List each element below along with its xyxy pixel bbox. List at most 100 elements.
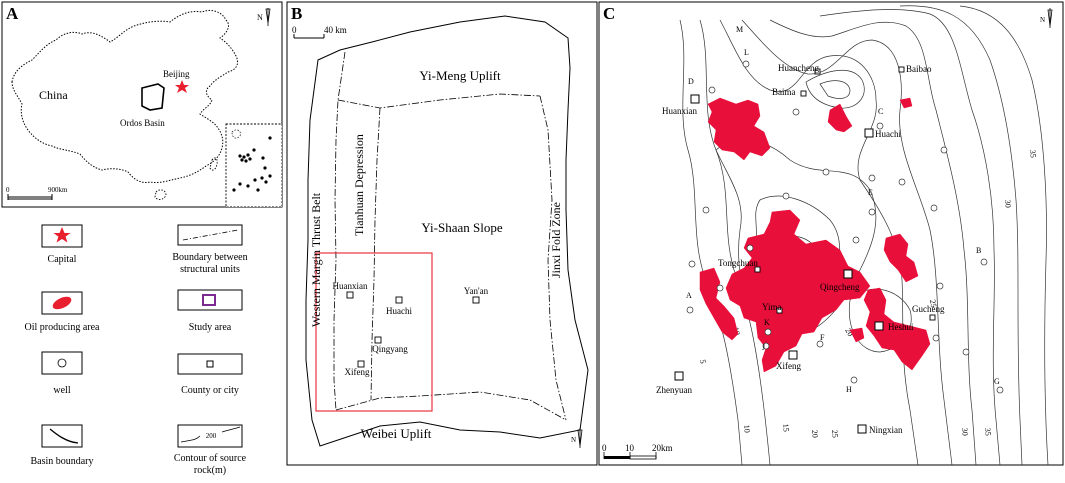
- city-label: Yima: [762, 302, 782, 312]
- well-marker: [792, 108, 800, 116]
- city-label: Xifeng: [776, 361, 801, 371]
- well-marker: [996, 386, 1004, 394]
- label-beijing: Beijing: [163, 69, 190, 79]
- city-marker: [898, 66, 905, 73]
- label-xifeng-b: Xifeng: [345, 367, 370, 377]
- dash-dot-line-icon: [182, 229, 239, 241]
- well-marker: [852, 236, 860, 244]
- city-marker: [690, 94, 700, 104]
- city-marker: [874, 321, 884, 331]
- well-marker: [930, 204, 938, 212]
- red-star-icon: [53, 227, 71, 243]
- label-yi-meng-uplift: Yi-Meng Uplift: [419, 68, 501, 83]
- well-label: K: [764, 318, 770, 327]
- well-marker: [962, 348, 970, 356]
- city-label: Baibao: [906, 64, 932, 74]
- well-marker: [932, 334, 940, 342]
- oil-producing-areas: [699, 97, 931, 373]
- label-ordos-basin: Ordos Basin: [120, 118, 165, 128]
- well-marker: [940, 146, 948, 154]
- contour-label: 20: [843, 327, 855, 338]
- structural-boundaries: [333, 51, 567, 421]
- well-marker: [850, 376, 858, 384]
- city-marker: [929, 314, 936, 321]
- well-marker: [936, 282, 944, 290]
- label-western-margin: Western Margin Thrust Belt: [309, 192, 323, 327]
- panel-c-scale-left: 0: [602, 443, 607, 453]
- contour-label: 25: [830, 429, 840, 438]
- panel-c-letter: C: [603, 4, 615, 23]
- contour-label: 15: [781, 423, 791, 432]
- panel-c-north: N: [1040, 16, 1045, 24]
- label-huachi-b: Huachi: [386, 306, 412, 316]
- well-marker: [742, 60, 750, 68]
- city-marker: [857, 424, 867, 434]
- legend-label-study-area: Study area: [189, 322, 232, 333]
- city-label: Qingcheng: [820, 282, 860, 292]
- city-label: Zhenyuan: [656, 385, 692, 395]
- well-marker: [816, 340, 824, 348]
- city-label: Huachi: [875, 129, 901, 139]
- legend-label-county: County or city: [181, 385, 239, 396]
- label-china: China: [39, 88, 68, 102]
- city-label: Heshui: [888, 322, 914, 332]
- well-label: D: [688, 77, 694, 86]
- label-qingyang-b: Qingyang: [372, 344, 408, 354]
- city-marker: [395, 296, 403, 304]
- oil-area-huanxian: [707, 97, 771, 161]
- well-marker: [898, 178, 906, 186]
- contour-label: 10: [742, 424, 752, 433]
- oil-area-baibao: [899, 97, 913, 109]
- city-marker: [674, 371, 684, 381]
- panel-a: A N China Beijing Ordos Basin: [1, 1, 283, 208]
- panel-c-scale-right: 20km: [652, 443, 673, 453]
- north-arrow-icon: [265, 8, 271, 26]
- city-marker: [814, 68, 821, 75]
- panel-a-scale-left: 0: [6, 186, 10, 194]
- contour-label: 20: [810, 429, 820, 438]
- legend-label-well: well: [53, 385, 70, 396]
- well-label: F: [820, 333, 825, 342]
- well-label: L: [744, 48, 749, 57]
- label-tianhuan: Tianhuan Depression: [352, 134, 366, 236]
- well-marker: [868, 208, 876, 216]
- panel-a-letter: A: [6, 4, 19, 23]
- well-marker: [876, 122, 884, 130]
- label-huanxian-b: Huanxian: [333, 281, 368, 291]
- city-marker: [346, 291, 354, 299]
- city-label: Huanxian: [662, 106, 697, 116]
- label-weibei-uplift: Weibei Uplift: [361, 426, 432, 441]
- contour-label: 35: [983, 427, 993, 436]
- well-labels: M L D C E B A K J F H G: [686, 25, 1000, 394]
- label-jinxi: Jinxi Fold Zone: [549, 202, 563, 278]
- well-marker: [980, 258, 988, 266]
- contour-label: 35: [1028, 149, 1038, 158]
- well-label: J: [762, 343, 765, 352]
- panel-b-scale-left: 0: [292, 25, 297, 35]
- city-label: Gucheng: [912, 304, 945, 314]
- legend-label-basin: Basin boundary: [30, 456, 93, 467]
- ordos-basin-outline: [141, 83, 165, 111]
- panel-b-north: N: [571, 436, 576, 444]
- panel-b: B 0 40 km Yi-Meng Uplift Western Margin …: [286, 1, 598, 466]
- label-yi-shaan-slope: Yi-Shaan Slope: [421, 220, 502, 235]
- well-label: C: [878, 107, 883, 116]
- contour-label: 30: [1003, 199, 1013, 208]
- city-label: Tongchuan: [718, 258, 758, 268]
- well-marker: [822, 168, 830, 176]
- oil-area-qingcheng: [883, 233, 919, 283]
- well-marker: [708, 86, 716, 94]
- city-marker: [788, 350, 798, 360]
- study-area-rect: [315, 252, 433, 412]
- well-label: H: [846, 385, 852, 394]
- well-label: B: [976, 246, 981, 255]
- well-marker: [686, 306, 694, 314]
- circle-icon: [57, 358, 67, 368]
- south-china-sea-inset: [225, 123, 283, 208]
- well-marker: [702, 206, 710, 214]
- contour-line-icon: [180, 426, 241, 443]
- well-marker: [746, 244, 754, 252]
